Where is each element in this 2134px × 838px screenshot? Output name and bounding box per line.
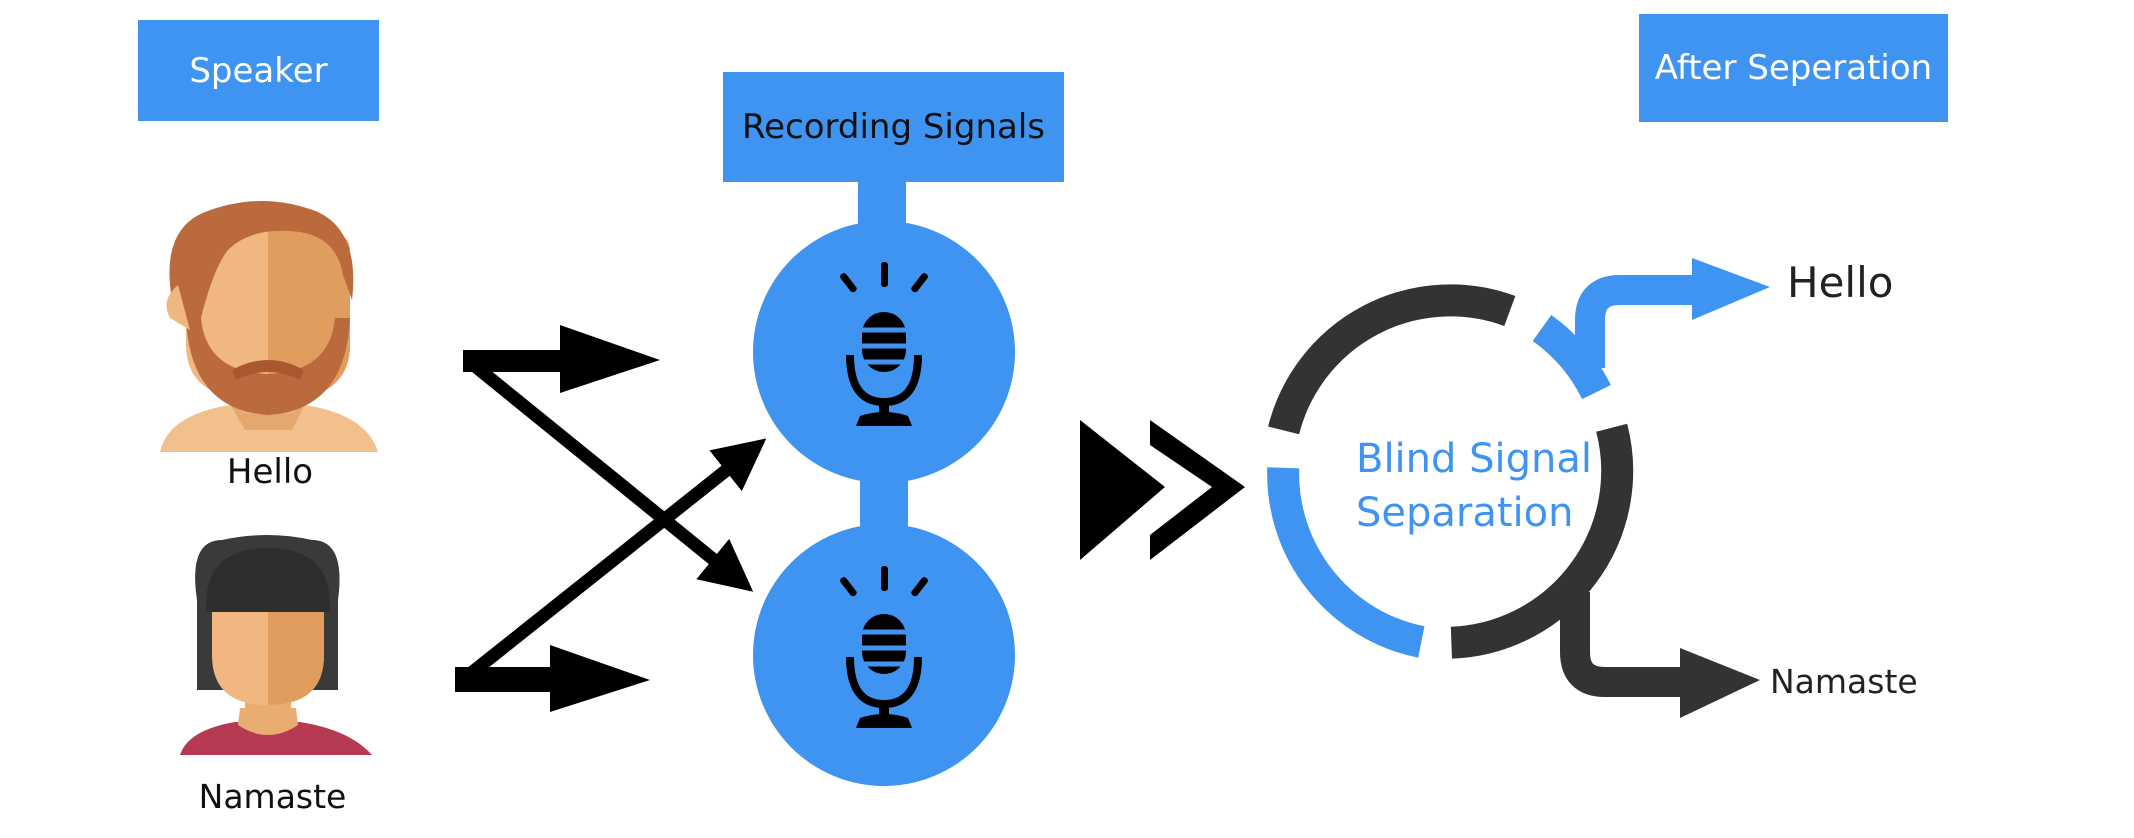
arrow-icon [463, 325, 660, 393]
microphone-icon [840, 566, 928, 728]
speaker-namaste-label: Namaste [198, 777, 347, 816]
microphone-icon [840, 262, 928, 426]
output-arrow-namaste [1560, 592, 1760, 718]
recording-signals-header: Recording Signals [723, 72, 1064, 182]
output-hello-label: Hello [1787, 258, 1894, 307]
speaker-hello-label: Hello [226, 452, 314, 492]
process-label-line2: Separation [1356, 490, 1574, 536]
woman-avatar-icon [180, 535, 372, 755]
after-separation-header: After Seperation [1639, 14, 1948, 122]
cycle-ring-icon [1267, 284, 1634, 659]
process-label-line1: Blind Signal [1356, 436, 1592, 482]
signal-arrows [455, 325, 660, 712]
man-avatar-icon [160, 201, 378, 452]
output-namaste-label: Namaste [1770, 662, 1918, 701]
cross-arrows [460, 356, 767, 684]
fast-forward-icon [1080, 420, 1245, 560]
process-label: Blind Signal Separation [1356, 432, 1596, 540]
output-arrow-hello [1575, 258, 1770, 368]
speaker-header: Speaker [138, 20, 379, 121]
arrow-icon [455, 645, 650, 712]
